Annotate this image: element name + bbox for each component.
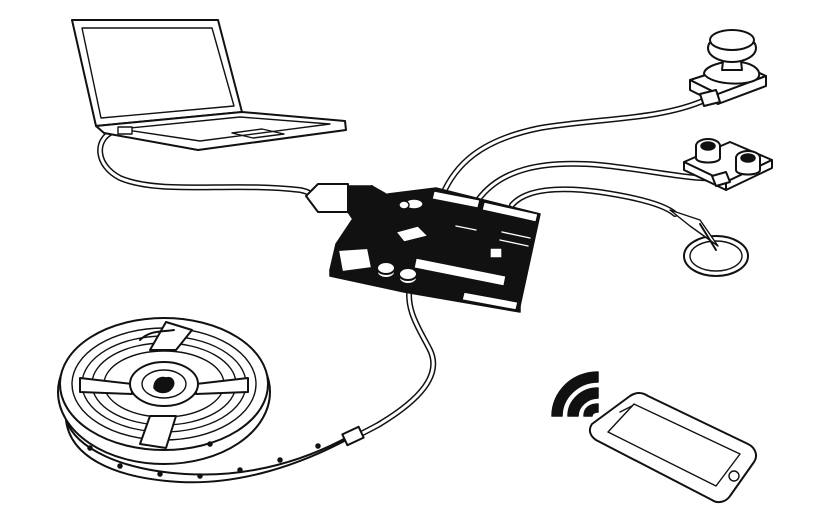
joystick-icon	[689, 29, 767, 107]
led-strip-cable	[345, 282, 437, 443]
piezo-cable	[509, 186, 678, 217]
ultrasonic-cable	[475, 160, 721, 203]
circuit-board-icon	[329, 187, 541, 313]
laptop-icon	[71, 19, 347, 151]
joystick-cable	[439, 97, 708, 199]
piezo-disc-icon	[669, 209, 749, 277]
ultrasonic-sensor-icon	[683, 138, 773, 191]
usb-plug-icon	[305, 183, 387, 219]
cables	[97, 97, 721, 443]
smartphone-icon	[588, 392, 757, 504]
wifi-signal-icon	[551, 371, 599, 417]
led-strip-reel-icon	[57, 317, 365, 484]
